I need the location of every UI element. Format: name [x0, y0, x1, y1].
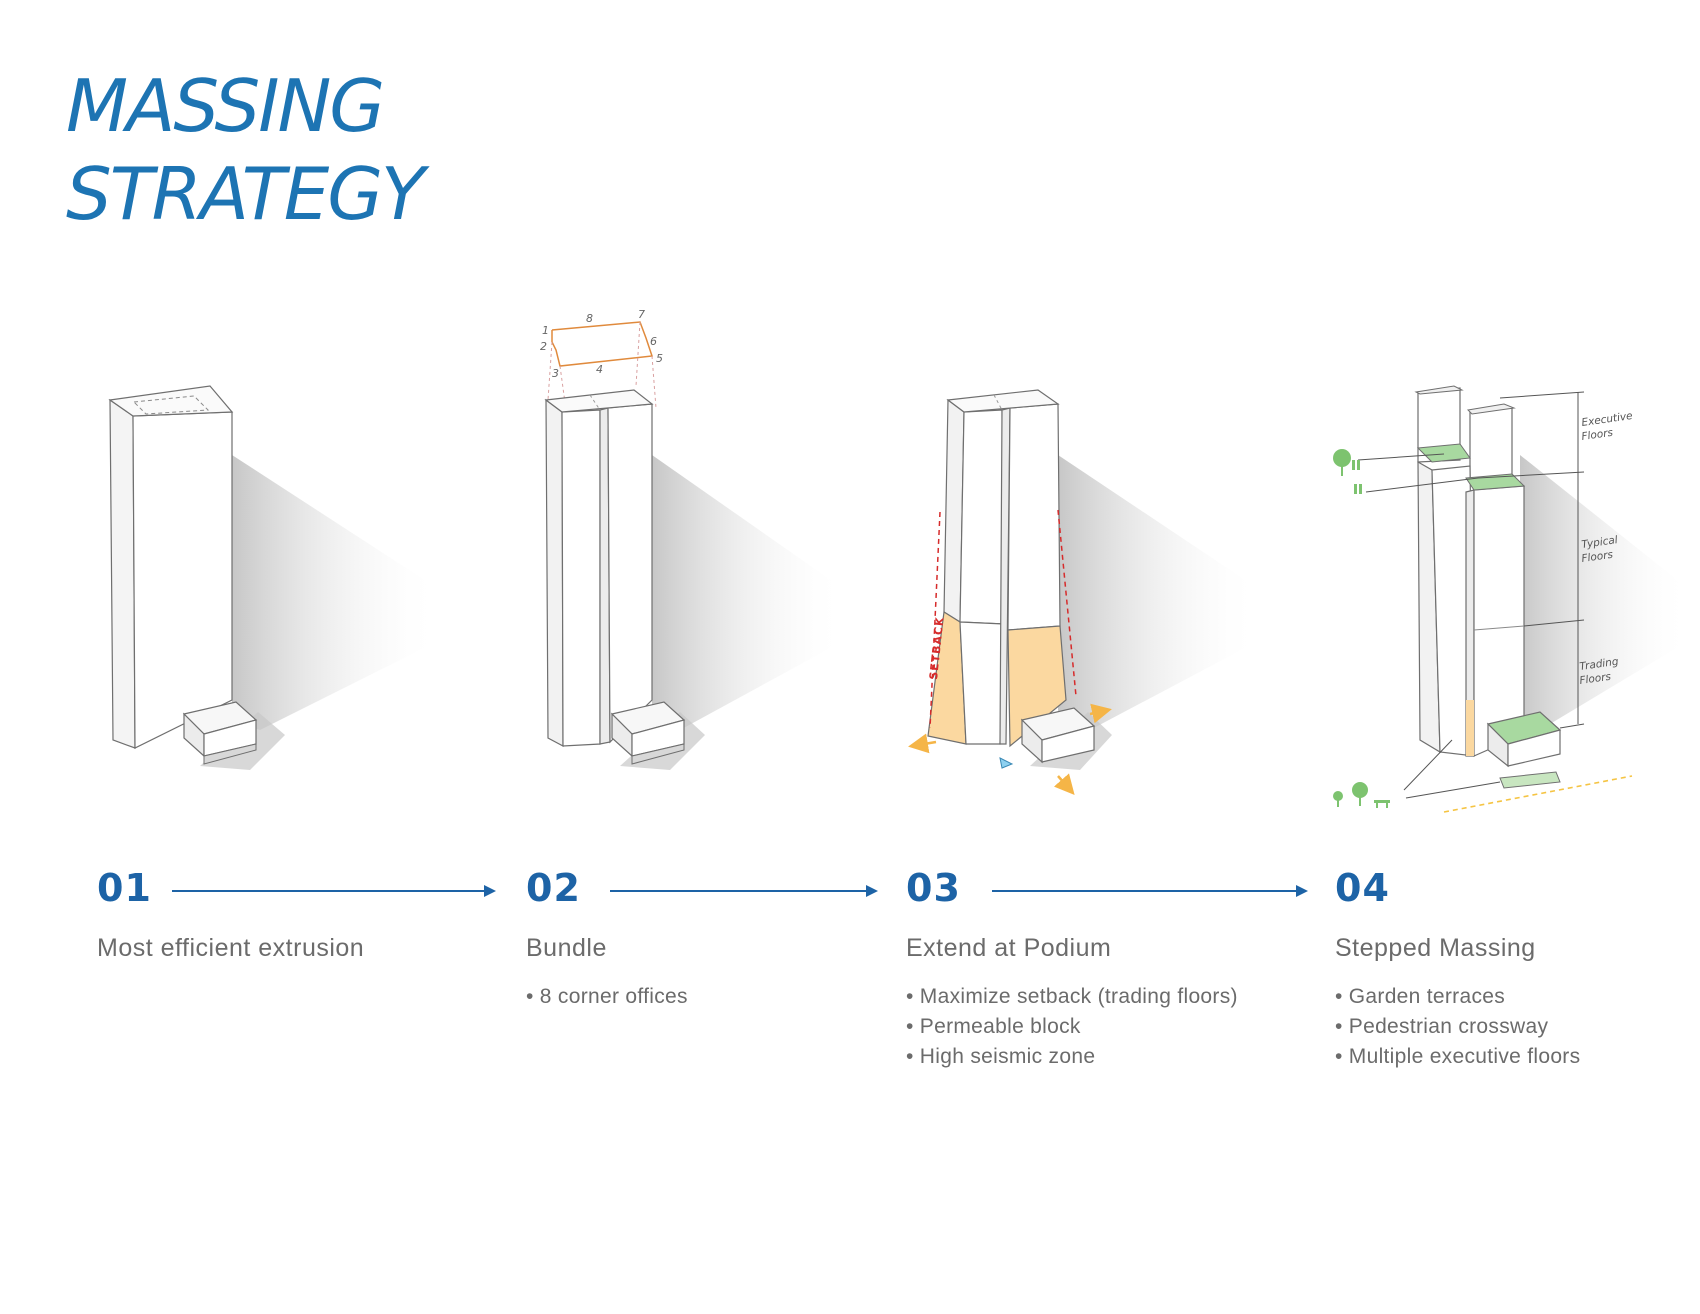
floor-plate-outline [551, 321, 654, 367]
orange-arrow-right [1089, 703, 1112, 724]
title-line-1: MASSING [66, 64, 385, 148]
garden-terrace-upper [1416, 443, 1471, 463]
title-line-2: STRATEGY [66, 152, 425, 236]
podium-03-side [1041, 725, 1095, 763]
setback-line-left [929, 511, 941, 729]
tower-04-right-side [1473, 485, 1525, 757]
step-03-bullets: Maximize setback (trading floors) Permea… [906, 982, 1238, 1072]
tower-01-shadow [232, 455, 440, 730]
projection-line [651, 355, 657, 409]
step-03-number: 03 [906, 866, 961, 910]
step-04-number: 04 [1335, 866, 1390, 910]
pedestrian-crossway-line [1443, 775, 1633, 813]
bullet-item: Multiple executive floors [1335, 1042, 1580, 1072]
corner-number-1: 1 [542, 324, 549, 337]
step-01-number: 01 [97, 866, 152, 910]
tower-03-roof [946, 389, 1060, 413]
leader-line [1365, 477, 1479, 493]
leader-line [1357, 453, 1445, 461]
executive-tower-left-top [1414, 385, 1464, 395]
tower-03: SETBACK [908, 389, 1260, 796]
step-02-bullets: 8 corner offices [526, 982, 688, 1012]
arrow-right-icon [172, 885, 496, 897]
orange-arrow-down [1053, 773, 1075, 796]
tower-01 [108, 385, 440, 770]
corner-number-6: 6 [650, 335, 657, 348]
trading-floors-label-1: Trading [1579, 656, 1620, 673]
projection-line [635, 321, 641, 387]
floor-divider [1473, 625, 1525, 631]
setback-line-right [1057, 509, 1077, 697]
tower-02: 1 2 3 4 5 6 7 8 [540, 308, 845, 770]
tower-01-front-face [109, 398, 136, 749]
bullet-item: 8 corner offices [526, 982, 688, 1012]
podium-extension-sliver [1466, 700, 1474, 756]
podium-02-base [631, 743, 685, 765]
tower-03-left-side [959, 409, 1005, 625]
trading-floors-label-2: Floors [1579, 671, 1612, 687]
corner-number-5: 5 [656, 352, 663, 365]
arrow-right-icon [992, 885, 1308, 897]
page-title: MASSING STRATEGY [66, 62, 425, 238]
bullet-item: High seismic zone [906, 1042, 1238, 1072]
executive-floors-label-2: Floors [1581, 427, 1614, 443]
podium-extension-right [1007, 625, 1067, 748]
corner-number-8: 8 [586, 312, 593, 325]
tower-02-right-side [607, 403, 653, 744]
corner-number-2: 2 [540, 340, 547, 353]
tower-02-roof [544, 389, 654, 413]
step-02-number: 02 [526, 866, 581, 910]
tower-02-left-side [561, 409, 601, 747]
tower-01-roof [108, 385, 234, 417]
crossway-path [1499, 771, 1561, 789]
typical-floors-label-2: Floors [1581, 549, 1614, 565]
step-03-label: Extend at Podium [906, 934, 1112, 962]
dimension-tick-typical [1523, 619, 1585, 627]
tower-04: Executive Floors Typical Floors Trading … [1333, 385, 1690, 813]
bench-icon [1374, 800, 1390, 808]
podium-extension-left-side [959, 621, 1005, 745]
dimension-tick-trading [1559, 723, 1585, 729]
tower-03-right-side [1007, 403, 1061, 631]
corner-number-4: 4 [596, 363, 603, 376]
dimension-tick-top [1499, 391, 1585, 399]
projection-line [547, 341, 553, 401]
leader-line [1405, 781, 1501, 799]
tower-03-shadow [1058, 455, 1260, 730]
bullet-item: Garden terraces [1335, 982, 1580, 1012]
typical-floors-label-1: Typical [1581, 534, 1619, 551]
step-04-bullets: Garden terraces Pedestrian crossway Mult… [1335, 982, 1580, 1072]
roof-divider [993, 394, 1003, 411]
bullet-item: Pedestrian crossway [1335, 1012, 1580, 1042]
tower-01-side-face [132, 411, 233, 749]
arrow-right-icon [610, 885, 878, 897]
executive-tower-right-top [1466, 403, 1516, 415]
orange-arrow-left [908, 733, 937, 754]
executive-floors-label-1: Executive [1581, 410, 1634, 429]
bullet-item: Permeable block [906, 1012, 1238, 1042]
people-icon [1352, 460, 1362, 494]
tower-04-shadow [1520, 455, 1690, 730]
tree-icon [1333, 449, 1351, 476]
step-04-label: Stepped Massing [1335, 934, 1536, 962]
corner-number-7: 7 [638, 308, 645, 321]
bullet-item: Maximize setback (trading floors) [906, 982, 1238, 1012]
tree-icon [1333, 782, 1368, 807]
tower-01-roof-outline [132, 395, 210, 415]
corner-number-3: 3 [552, 367, 559, 380]
executive-tower-right [1469, 407, 1513, 483]
podium-04-side [1507, 729, 1561, 767]
entry-triangle-icon [999, 757, 1014, 769]
tower-02-left-front [545, 398, 564, 748]
tower-02-shadow [652, 455, 845, 730]
step-01-label: Most efficient extrusion [97, 934, 365, 962]
podium-01-base [203, 743, 257, 765]
massing-diagram: 1 2 3 4 5 6 7 8 [108, 308, 1690, 813]
leader-line [1403, 739, 1453, 791]
dimension-tick-executive [1477, 471, 1585, 479]
step-02-label: Bundle [526, 934, 607, 962]
